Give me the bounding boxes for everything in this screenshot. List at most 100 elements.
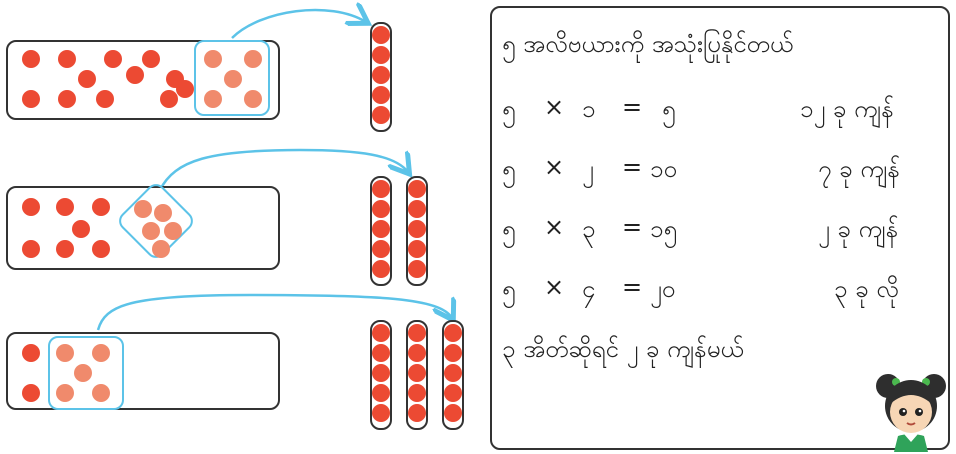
counter-dot — [92, 198, 110, 216]
column-counter-dot — [408, 404, 426, 422]
move-arrow-1 — [231, 10, 366, 39]
move-arrow-2 — [158, 148, 408, 191]
counter-dot — [56, 344, 74, 362]
move-arrow-3 — [96, 293, 452, 331]
column-counter-dot — [408, 384, 426, 402]
counter-dot — [164, 222, 182, 240]
column-counter-dot — [372, 404, 390, 422]
counter-dot — [58, 90, 76, 108]
equals-sign: = — [622, 273, 643, 301]
column-counter-dot — [372, 384, 390, 402]
counter-dot — [244, 90, 262, 108]
factor-a: ၅ — [502, 95, 516, 123]
factor-a: ၅ — [502, 275, 516, 303]
counter-dot — [224, 70, 242, 88]
counter-dot — [74, 364, 92, 382]
counter-dot — [56, 240, 74, 258]
column-counter-dot — [444, 344, 462, 362]
times-sign: × — [544, 273, 565, 301]
factor-b: ၁ — [582, 95, 596, 123]
column-counter-dot — [444, 364, 462, 382]
product: ၁၅ — [650, 215, 677, 243]
explanation-panel — [490, 6, 950, 450]
counter-dot — [204, 90, 222, 108]
counter-dot — [92, 240, 110, 258]
column-counter-dot — [408, 324, 426, 342]
column-counter-dot — [408, 180, 426, 198]
counter-dot — [96, 90, 114, 108]
counter-dot — [142, 50, 160, 68]
factor-b: ၄ — [582, 275, 596, 303]
column-counter-dot — [372, 26, 390, 44]
column-counter-dot — [372, 324, 390, 342]
column-counter-dot — [372, 364, 390, 382]
counter-dot — [72, 220, 90, 238]
column-counter-dot — [372, 200, 390, 218]
product: ၁၀ — [650, 155, 677, 183]
column-counter-dot — [372, 240, 390, 258]
girl-character-icon — [876, 374, 946, 452]
column-counter-dot — [444, 384, 462, 402]
counter-dot — [154, 204, 172, 222]
factor-b: ၃ — [582, 215, 596, 243]
counter-dot — [204, 50, 222, 68]
column-counter-dot — [444, 404, 462, 422]
counter-dot — [126, 66, 144, 84]
column-counter-dot — [372, 260, 390, 278]
equals-sign: = — [622, 93, 643, 121]
counter-dot — [22, 90, 40, 108]
counter-dot — [22, 50, 40, 68]
product: ၅ — [662, 95, 676, 123]
counter-dot — [22, 240, 40, 258]
times-sign: × — [544, 153, 565, 181]
remainder-note: ၂ ခု ကျန် — [818, 215, 899, 243]
column-counter-dot — [372, 66, 390, 84]
counter-dot — [92, 344, 110, 362]
column-counter-dot — [408, 240, 426, 258]
column-counter-dot — [372, 46, 390, 64]
times-sign: × — [544, 93, 565, 121]
counter-dot — [176, 80, 194, 98]
times-sign: × — [544, 213, 565, 241]
factor-a: ၅ — [502, 155, 516, 183]
column-counter-dot — [408, 220, 426, 238]
counter-dot — [134, 200, 152, 218]
counter-dot — [104, 50, 122, 68]
column-counter-dot — [372, 180, 390, 198]
column-counter-dot — [372, 86, 390, 104]
counter-dot — [152, 240, 170, 258]
factor-a: ၅ — [502, 215, 516, 243]
column-counter-dot — [408, 200, 426, 218]
selection-box-1 — [194, 40, 270, 116]
selection-box-3 — [48, 336, 124, 410]
counter-dot — [22, 384, 40, 402]
product: ၂၀ — [650, 275, 676, 303]
equals-sign: = — [622, 153, 643, 181]
counter-dot — [78, 70, 96, 88]
counter-dot — [22, 344, 40, 362]
counter-dot — [142, 222, 160, 240]
column-counter-dot — [408, 260, 426, 278]
counter-dot — [56, 384, 74, 402]
factor-b: ၂ — [582, 155, 594, 183]
panel-title: ၅ အလိဗယားကို အသုံးပြုနိုင်တယ် — [502, 30, 794, 58]
equals-sign: = — [622, 213, 643, 241]
column-counter-dot — [408, 344, 426, 362]
counter-dot — [22, 198, 40, 216]
counter-dot — [92, 384, 110, 402]
column-counter-dot — [444, 324, 462, 342]
counter-dot — [56, 198, 74, 216]
column-counter-dot — [372, 344, 390, 362]
remainder-note: ၁၂ ခု ကျန် — [800, 95, 894, 123]
column-counter-dot — [408, 364, 426, 382]
counter-dot — [58, 50, 76, 68]
counter-dot — [244, 50, 262, 68]
remainder-note: ၇ ခု ကျန် — [818, 155, 900, 183]
column-counter-dot — [372, 106, 390, 124]
counter-dot — [160, 90, 178, 108]
conclusion-text: ၃ အိတ်ဆိုရင် ၂ ခု ကျန်မယ် — [502, 335, 744, 363]
column-counter-dot — [372, 220, 390, 238]
remainder-note: ၃ ခု လို — [834, 275, 899, 303]
